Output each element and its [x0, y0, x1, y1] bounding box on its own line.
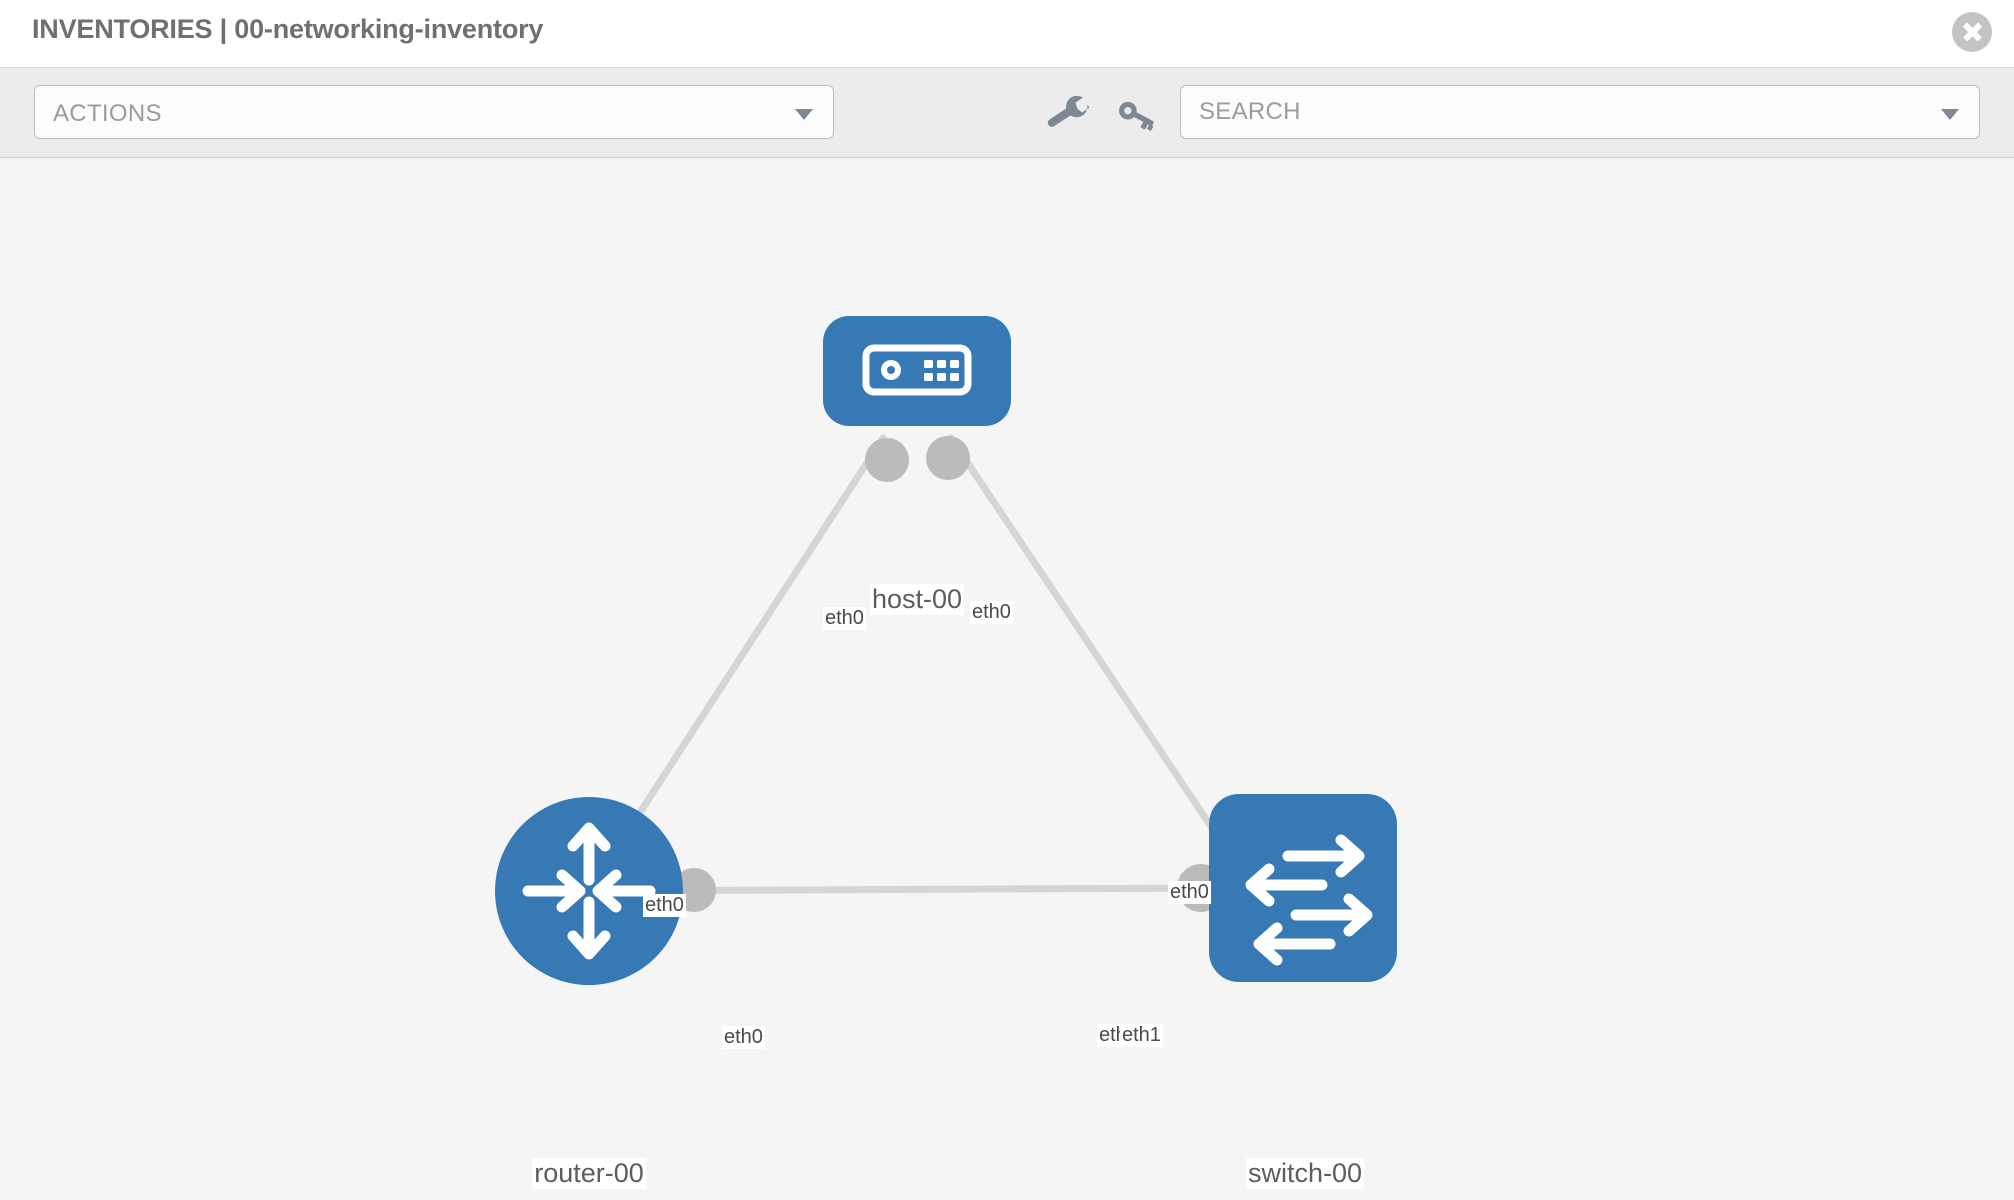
topology-links	[585, 434, 1236, 895]
node-router-00	[495, 797, 683, 985]
node-switch-00	[1209, 794, 1397, 982]
iface-label-router00-uplink: eth0	[643, 894, 686, 917]
actions-dropdown[interactable]: ACTIONS	[34, 85, 834, 139]
chevron-down-icon[interactable]	[1941, 109, 1959, 120]
iface-label-switch00-eth1: eth1	[1120, 1024, 1163, 1047]
server-icon	[862, 344, 972, 396]
node-label-host-00: host-00	[869, 584, 965, 615]
header-bar: INVENTORIES | 00-networking-inventory	[0, 0, 2014, 68]
toolbar: ACTIONS	[0, 68, 2014, 158]
node-label-router-00: router-00	[532, 1158, 646, 1189]
link-host00-switch00	[947, 434, 1236, 862]
chevron-down-icon	[795, 109, 813, 120]
wrench-icon[interactable]	[1045, 92, 1091, 138]
topology-ports	[672, 436, 1258, 912]
topology-canvas[interactable]: host-00 router-00 switch-00 eth0 eth0 et…	[0, 158, 2014, 1200]
iface-label-switch00-uplink: eth0	[1168, 881, 1211, 904]
node-host-00	[823, 316, 1011, 426]
switch-icon	[1245, 834, 1373, 966]
topology-graph	[495, 316, 1397, 985]
search-input[interactable]	[1181, 86, 1921, 138]
key-icon[interactable]	[1113, 92, 1159, 138]
page-title: INVENTORIES | 00-networking-inventory	[32, 14, 544, 44]
actions-dropdown-label: ACTIONS	[53, 100, 162, 127]
iface-label-host00-right: eth0	[970, 601, 1013, 624]
iface-label-router00-eth0: eth0	[722, 1026, 765, 1049]
router-icon	[522, 822, 656, 960]
port-host00-eth0-left	[865, 438, 909, 482]
search-box[interactable]	[1180, 85, 1980, 139]
close-icon[interactable]	[1952, 12, 1992, 52]
node-label-switch-00: switch-00	[1245, 1158, 1365, 1189]
iface-label-host00-left: eth0	[823, 607, 866, 630]
port-host00-eth0-right	[926, 436, 970, 480]
